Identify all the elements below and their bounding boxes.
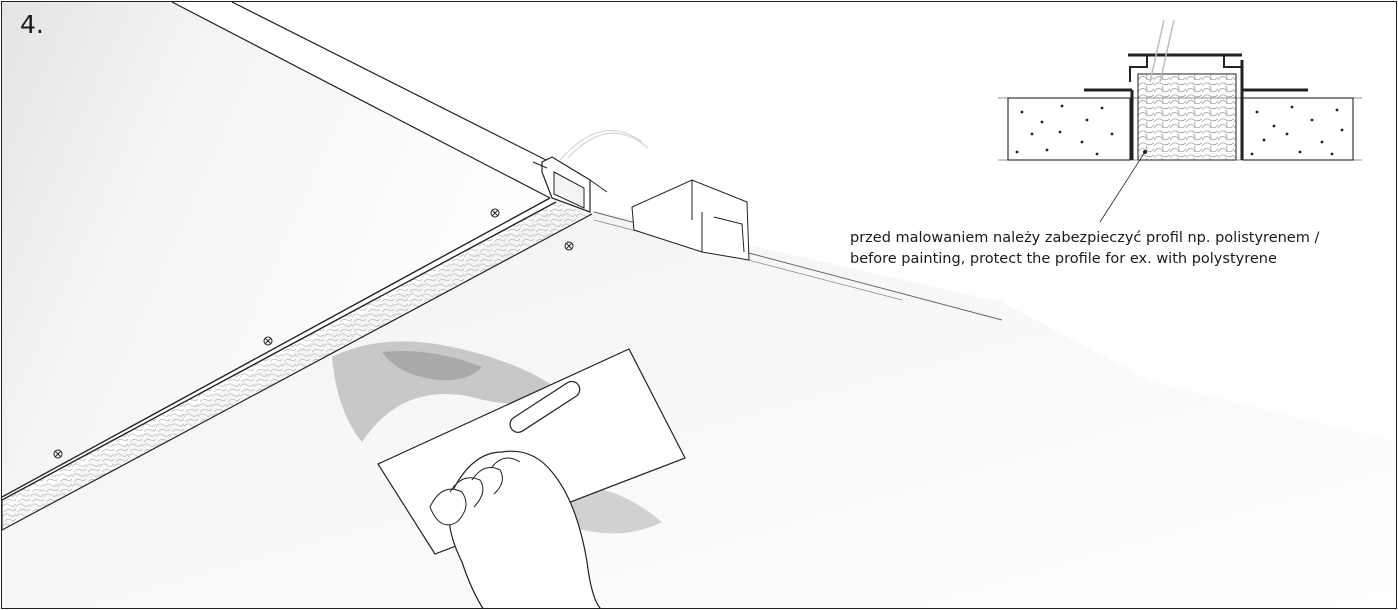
ceiling-board-left: [2, 2, 551, 498]
cross-section-detail: [998, 19, 1362, 223]
hand-icon: [429, 450, 601, 608]
callout-line-english: before painting, protect the profile for…: [850, 251, 1277, 267]
screw-icon: [53, 208, 574, 459]
profile-beam: [631, 179, 750, 261]
foam-strip: [2, 201, 593, 531]
callout-note: przed malowaniem należy zabezpieczyć pro…: [850, 228, 1319, 270]
step-number: 4.: [20, 10, 44, 39]
callout-line-polish: przed malowaniem należy zabezpieczyć pro…: [850, 230, 1320, 246]
aluminium-profile: [532, 129, 649, 213]
